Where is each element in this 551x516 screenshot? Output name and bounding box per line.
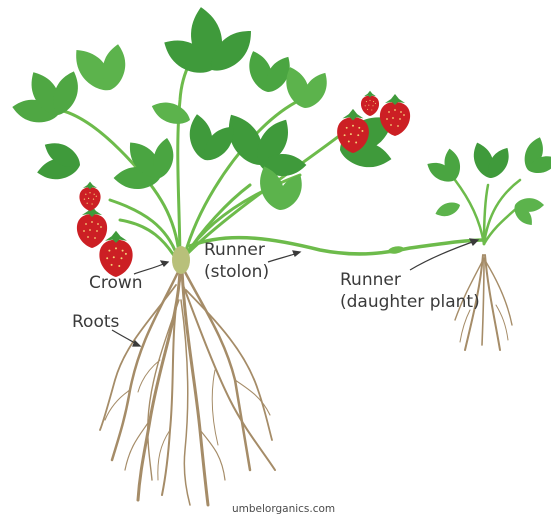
daughter-plant [424, 134, 551, 244]
runner-stolon-label-line1: Runner [204, 240, 265, 260]
crown-label: Crown [89, 273, 143, 293]
crown-base [172, 246, 190, 274]
main-roots [100, 270, 275, 505]
roots-label: Roots [72, 312, 119, 332]
runner-daughter-label-line2: (daughter plant) [340, 292, 480, 312]
runner-node [388, 245, 405, 255]
runner-daughter-label-line1: Runner [340, 270, 401, 290]
runner-stolon-label-line2: (stolon) [204, 262, 269, 282]
source-credit: umbelorganics.com [232, 503, 335, 515]
main-leaves [10, 5, 400, 215]
